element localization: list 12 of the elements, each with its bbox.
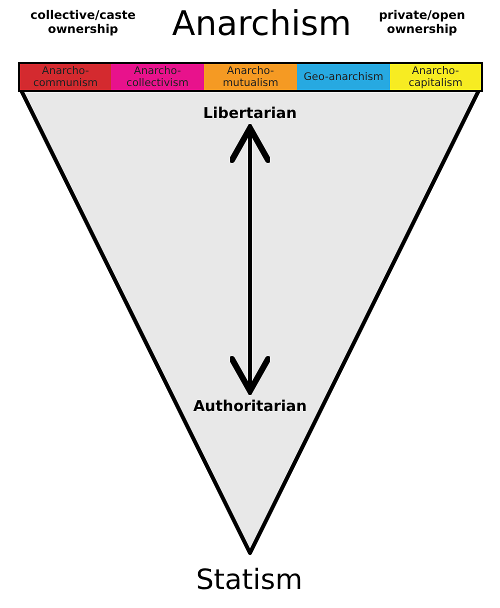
- ideology-band: Geo-anarchism: [297, 62, 390, 92]
- double-arrow: [229, 125, 271, 394]
- ideology-band: Anarcho-communism: [18, 62, 111, 92]
- ideology-band: Anarcho-capitalism: [390, 62, 483, 92]
- title: Anarchism: [172, 4, 352, 44]
- axis-label: Libertarian: [200, 104, 300, 122]
- ownership-label: private/open ownership: [378, 8, 466, 36]
- ownership-label: collective/caste ownership: [29, 8, 137, 36]
- ideology-band: Anarcho-collectivism: [111, 62, 204, 92]
- ideology-band: Anarcho-mutualism: [204, 62, 297, 92]
- caption: Statism: [196, 562, 303, 598]
- axis-label: Authoritarian: [180, 397, 320, 415]
